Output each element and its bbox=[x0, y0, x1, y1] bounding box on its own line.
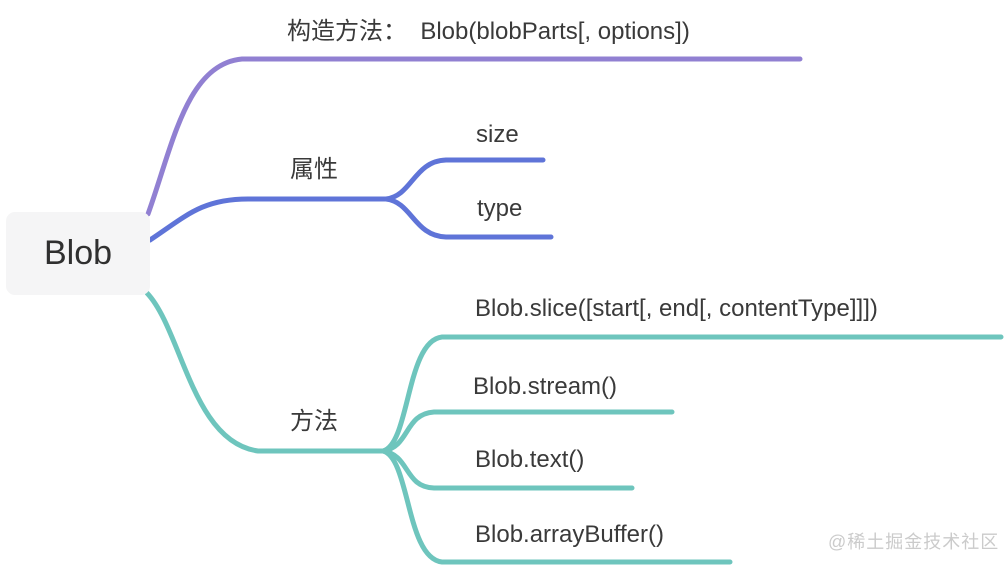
edge-methods-stream bbox=[380, 409, 675, 454]
edge-properties-type bbox=[383, 196, 554, 240]
node-methods: 方法 bbox=[290, 408, 338, 435]
node-constructor-method: 构造方法： Blob(blobParts[, options]) bbox=[287, 18, 690, 45]
edge-properties-size bbox=[383, 157, 546, 202]
node-property-size: size bbox=[476, 121, 519, 148]
edge-methods-arraybuffer bbox=[380, 448, 733, 565]
node-root-blob: Blob bbox=[6, 212, 150, 295]
edge-root-constructor bbox=[145, 56, 803, 217]
watermark-juejin: @稀土掘金技术社区 bbox=[828, 532, 1000, 552]
edge-methods-slice bbox=[380, 334, 1004, 454]
node-property-type: type bbox=[477, 195, 523, 222]
node-method-slice: Blob.slice([start[, end[, contentType]]]… bbox=[475, 295, 878, 322]
node-properties: 属性 bbox=[290, 156, 338, 183]
node-method-arraybuffer: Blob.arrayBuffer() bbox=[475, 521, 664, 548]
node-method-text: Blob.text() bbox=[475, 446, 585, 473]
edge-root-properties bbox=[147, 196, 389, 243]
edge-root-methods bbox=[144, 290, 386, 454]
node-method-stream: Blob.stream() bbox=[473, 373, 618, 400]
